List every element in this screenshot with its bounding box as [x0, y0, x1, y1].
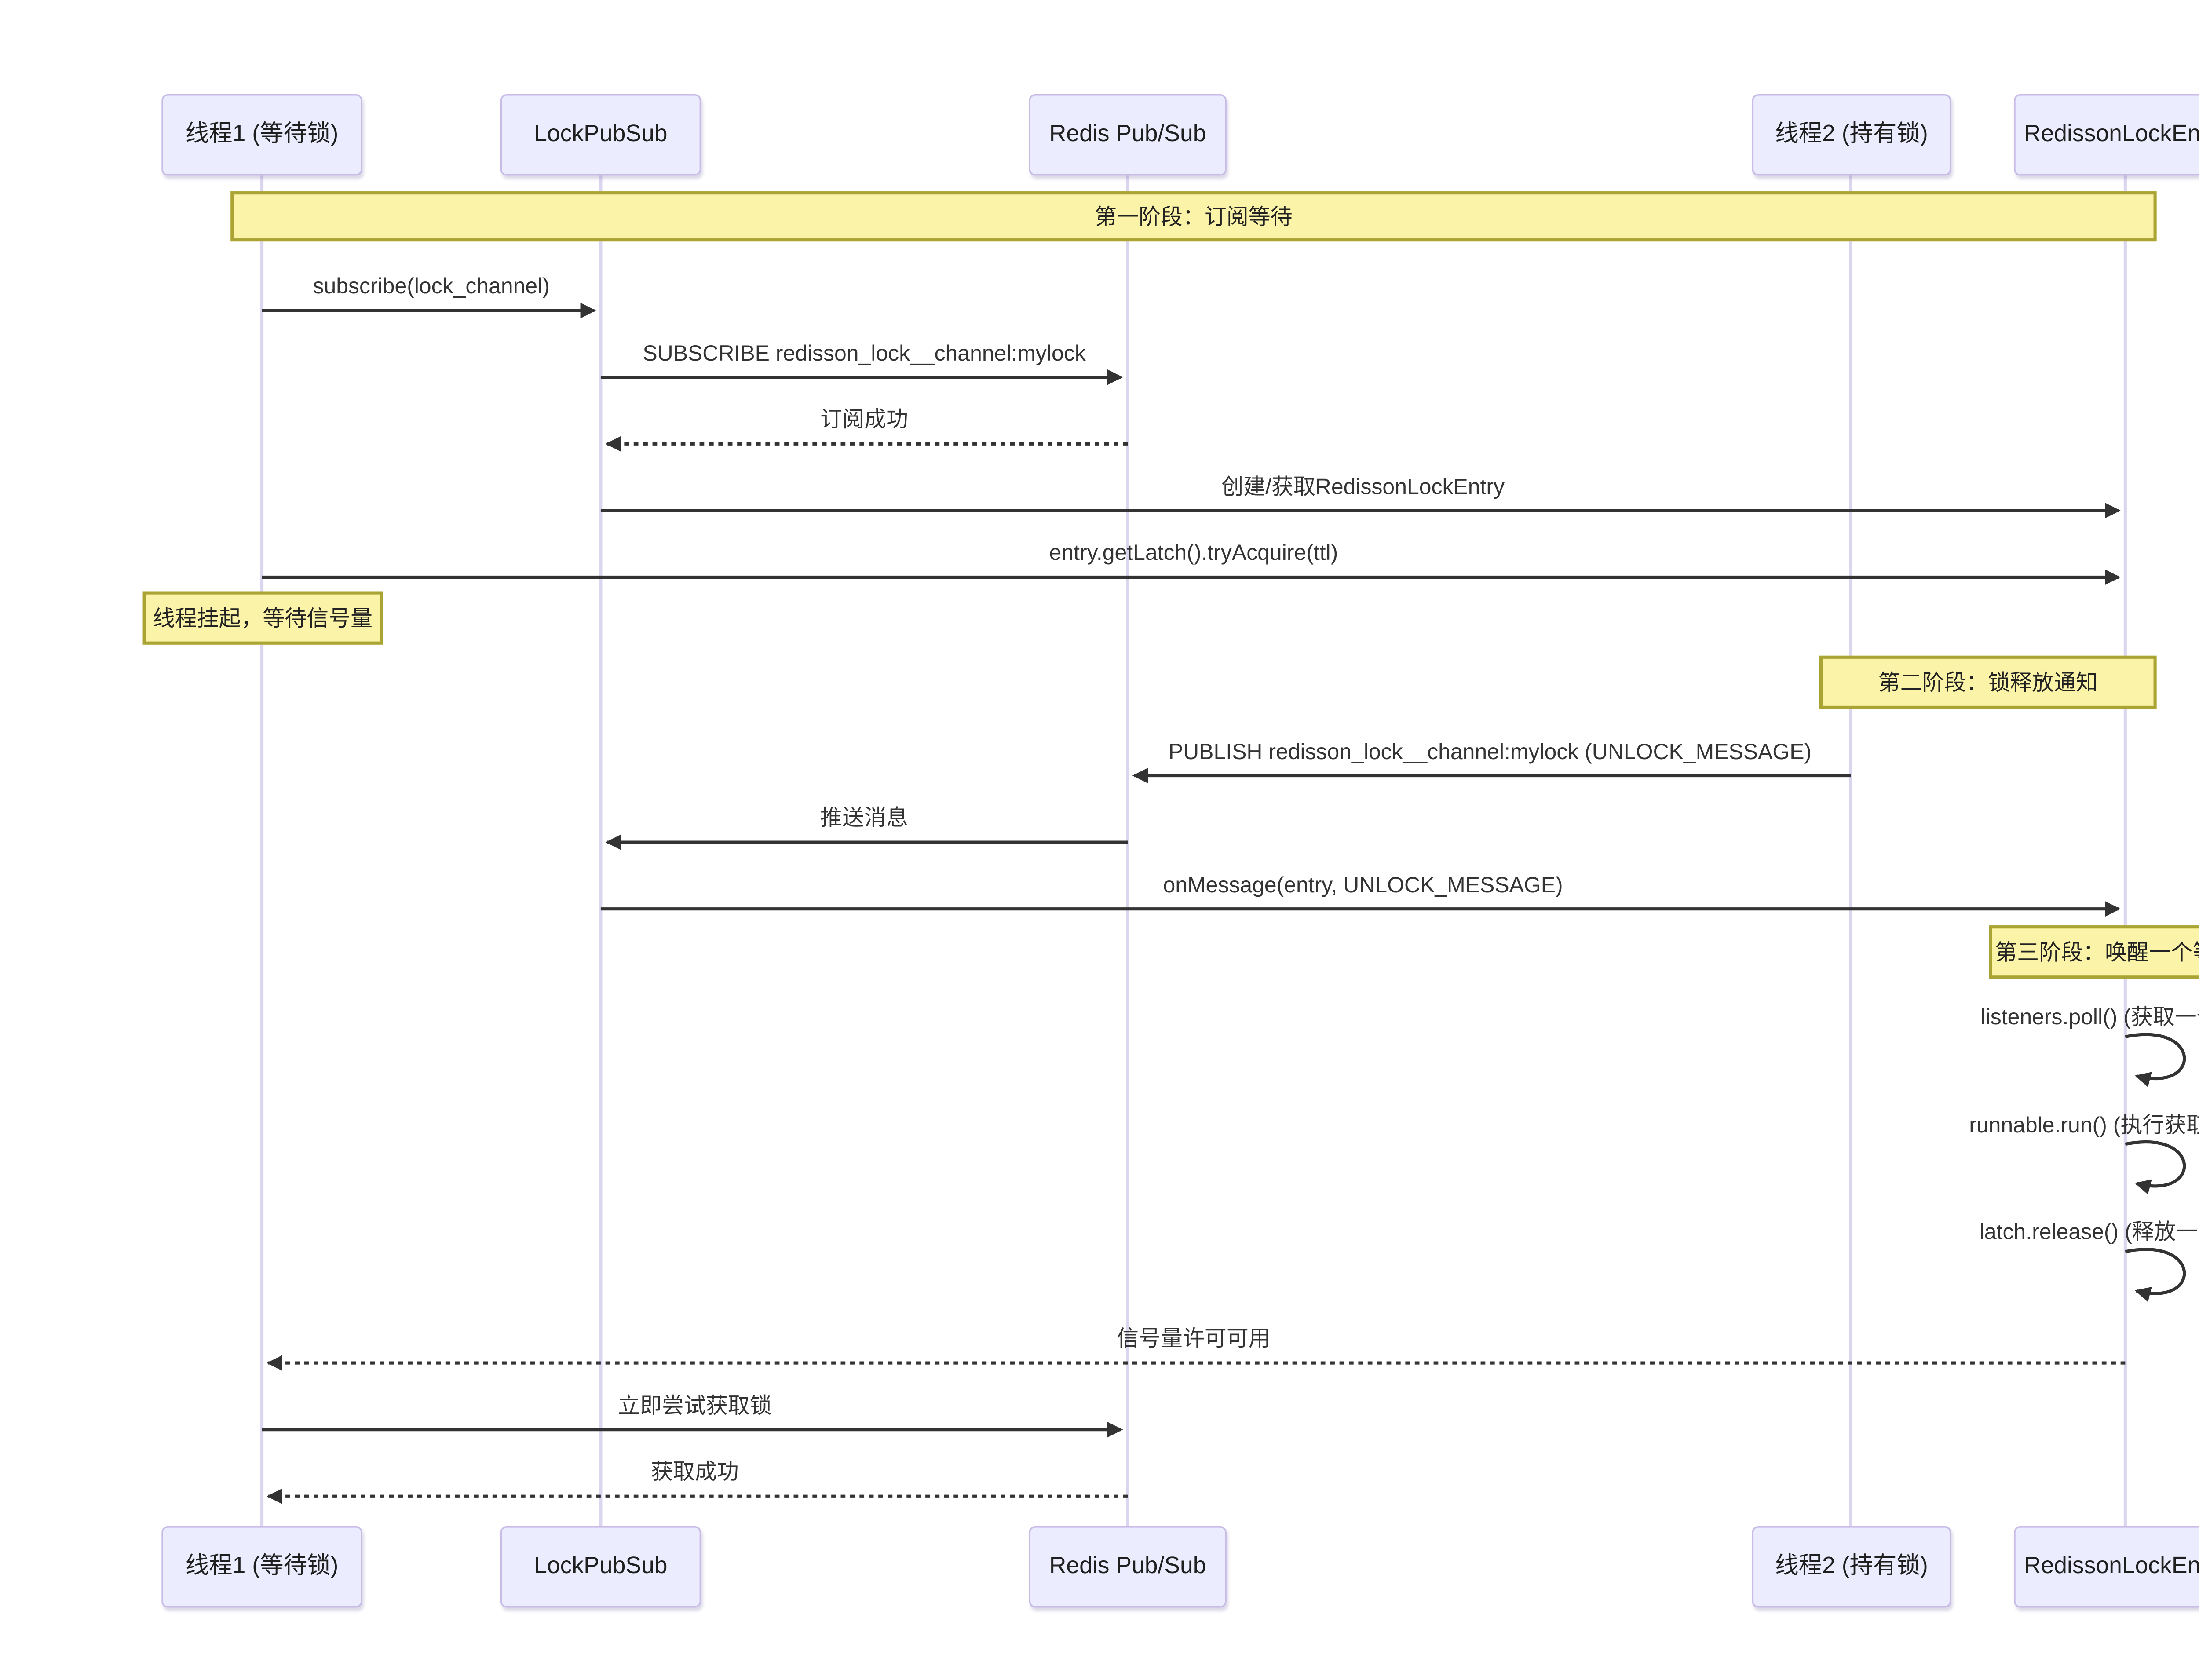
message-label-try-acquire: entry.getLatch().tryAcquire(ttl)	[1049, 539, 1338, 565]
phase2-note: 第二阶段：锁释放通知	[1819, 655, 2157, 709]
participant-thread2-bottom: 线程2 (持有锁)	[1752, 1526, 1951, 1608]
participant-lockentry-bottom: RedissonLockEntry	[2014, 1526, 2199, 1608]
message-label-publish-unlock: PUBLISH redisson_lock__channel:mylock (U…	[1168, 738, 1812, 763]
message-label-semaphore-available: 信号量许可可用	[1117, 1325, 1271, 1351]
message-label-acquire-success: 获取成功	[651, 1458, 739, 1484]
self-loop-latch-release	[2125, 1248, 2186, 1302]
participant-redis-bottom: Redis Pub/Sub	[1029, 1526, 1227, 1608]
phase3-note: 第三阶段：唤醒一个等待者	[1989, 925, 2199, 979]
thread-suspend-note: 线程挂起，等待信号量	[142, 591, 383, 645]
message-label-push-message: 推送消息	[820, 804, 908, 830]
message-label-try-lock-now: 立即尝试获取锁	[618, 1392, 772, 1417]
message-label-runnable-run: runnable.run() (执行获取锁尝试)	[1969, 1111, 2199, 1136]
participant-thread1-top: 线程1 (等待锁)	[161, 94, 362, 176]
message-label-latch-release: latch.release() (释放一个许可)	[1979, 1219, 2199, 1244]
participant-lockpubsub-top: LockPubSub	[500, 94, 701, 176]
message-label-on-message: onMessage(entry, UNLOCK_MESSAGE)	[1163, 871, 1563, 897]
participant-thread1-bottom: 线程1 (等待锁)	[161, 1526, 362, 1608]
phase1-note: 第一阶段：订阅等待	[230, 191, 2157, 242]
message-label-subscribe: subscribe(lock_channel)	[313, 273, 550, 298]
message-label-listeners-poll: listeners.poll() (获取一个任务)	[1980, 1004, 2199, 1029]
self-loop-listeners-poll	[2125, 1033, 2186, 1087]
participant-thread2-top: 线程2 (持有锁)	[1752, 94, 1951, 176]
message-label-subscribe-channel: SUBSCRIBE redisson_lock__channel:mylock	[643, 340, 1086, 365]
participant-lockpubsub-bottom: LockPubSub	[500, 1526, 701, 1608]
participant-lockentry-top: RedissonLockEntry	[2014, 94, 2199, 176]
participant-redis-top: Redis Pub/Sub	[1029, 94, 1227, 176]
self-loop-runnable-run	[2125, 1140, 2186, 1195]
message-label-create-entry: 创建/获取RedissonLockEntry	[1221, 473, 1505, 498]
message-label-subscribe-ok: 订阅成功	[820, 406, 908, 431]
